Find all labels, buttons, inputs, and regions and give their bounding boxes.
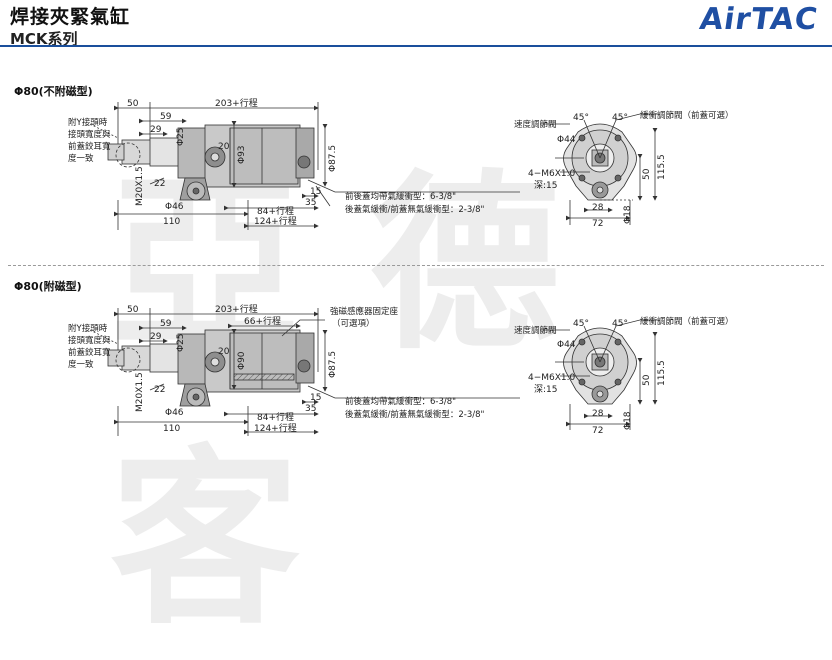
dim-20: 20: [218, 142, 230, 152]
dim-59: 59: [160, 319, 172, 329]
dim-29: 29: [150, 125, 162, 135]
dim-phi87-5: Φ87.5: [328, 145, 338, 172]
end-view-magnetic: [540, 319, 660, 430]
side-view-non-magnetic: [89, 102, 520, 230]
side-note-line: 接頭寬度與: [68, 335, 111, 346]
dim-20: 20: [218, 347, 230, 357]
dim-15: 15: [310, 187, 321, 197]
dim-stroke: 203+行程: [215, 303, 258, 315]
dim-28: 28: [592, 203, 604, 213]
angle-1: 45°: [573, 113, 589, 123]
cushion-valve-label: 緩衝調節閥（前蓋可選）: [640, 316, 734, 327]
dim-22: 22: [154, 385, 165, 395]
dim-28: 28: [592, 409, 604, 419]
dim-22: 22: [154, 179, 165, 189]
dim-110: 110: [163, 217, 180, 227]
dim-72: 72: [592, 426, 603, 436]
side-view-magnetic: [89, 308, 520, 436]
dim-50-end: 50: [642, 374, 652, 386]
angle-2: 45°: [612, 113, 628, 123]
speed-valve-label: 速度調節閥: [514, 119, 557, 130]
end-view-magnetic-labels: 速度調節閥 緩衝調節閥（前蓋可選） 45° 45° Φ44 4−M6X1.0 深…: [514, 316, 734, 436]
cushion-note: 前後蓋均帶氣緩衝型：6-3/8": [345, 396, 456, 407]
dim-phi25: Φ25: [176, 127, 186, 146]
dim-115-5: 115.5: [657, 154, 667, 180]
section-label-non-magnetic: Φ80(不附磁型): [14, 85, 93, 98]
dim-59: 59: [160, 112, 172, 122]
dim-phi44: Φ44: [557, 340, 576, 350]
dim-thread-m6: 4−M6X1.0: [528, 373, 576, 383]
end-view-non-magnetic: [540, 113, 660, 225]
sensor-mount-optional: （可選項）: [332, 318, 375, 329]
cushion-note: 後蓋氣緩衝/前蓋無氣緩衝型：2-3/8": [345, 409, 485, 420]
dim-35: 35: [305, 198, 316, 208]
dim-thread: M20X1.5: [135, 166, 145, 206]
dim-phi93: Φ93: [237, 145, 247, 164]
dim-50: 50: [127, 305, 139, 315]
dim-15: 15: [310, 393, 321, 403]
dim-phi46: Φ46: [165, 202, 184, 212]
dim-phi46: Φ46: [165, 408, 184, 418]
dim-phi87-5: Φ87.5: [328, 351, 338, 378]
cushion-note: 後蓋氣緩衝/前蓋無氣緩衝型：2-3/8": [345, 204, 485, 215]
dim-50-end: 50: [642, 168, 652, 180]
page-title: 焊接夾緊氣缸: [10, 6, 131, 28]
dim-50: 50: [127, 99, 139, 109]
speed-valve-label: 速度調節閥: [514, 325, 557, 336]
side-note-line: 前蓋鉸耳寬: [68, 347, 111, 358]
section-label-magnetic: Φ80(附磁型): [14, 280, 82, 293]
angle-1: 45°: [573, 319, 589, 329]
header-divider: [0, 45, 832, 47]
cushion-valve-label: 緩衝調節閥（前蓋可選）: [640, 110, 734, 121]
side-note-line: 前蓋鉸耳寬: [68, 141, 111, 152]
section-separator: [8, 265, 824, 266]
sensor-mount-label: 強磁感應器固定座: [330, 306, 399, 317]
series-label: MCK系列: [10, 30, 78, 48]
dim-110: 110: [163, 424, 180, 434]
dim-stroke: 203+行程: [215, 97, 258, 109]
dim-phi25: Φ25: [176, 333, 186, 352]
dim-84: 84+行程: [257, 411, 294, 423]
dim-phi18: Φ18: [623, 411, 633, 430]
dim-thread: M20X1.5: [135, 372, 145, 412]
dim-72: 72: [592, 219, 603, 229]
dim-84: 84+行程: [257, 205, 294, 217]
side-note-line: 附Y接頭時: [68, 117, 108, 128]
side-note-line: 接頭寬度與: [68, 129, 111, 140]
end-view-non-magnetic-labels: 速度調節閥 緩衝調節閥（前蓋可選） 45° 45° Φ44 4−M6X1.0 深…: [514, 110, 734, 229]
dim-35: 35: [305, 404, 316, 414]
drawings: 50 203+行程 59 29 Φ25 20 Φ93 Φ87.5 M20X1.5…: [68, 97, 734, 436]
dim-thread-m6: 4−M6X1.0: [528, 169, 576, 179]
dim-phi90: Φ90: [237, 351, 247, 370]
side-view-non-magnetic-labels: 50 203+行程 59 29 Φ25 20 Φ93 Φ87.5 M20X1.5…: [68, 97, 485, 227]
side-note-line: 度一致: [68, 359, 94, 370]
angle-2: 45°: [612, 319, 628, 329]
dim-depth: 深:15: [534, 384, 558, 395]
dim-depth: 深:15: [534, 180, 558, 191]
dim-phi18: Φ18: [623, 205, 633, 224]
dim-124: 124+行程: [254, 215, 297, 227]
dim-124: 124+行程: [254, 422, 297, 434]
dim-phi44: Φ44: [557, 135, 576, 145]
side-note-line: 度一致: [68, 153, 94, 164]
side-note-line: 附Y接頭時: [68, 323, 108, 334]
cushion-note: 前後蓋均帶氣緩衝型：6-3/8": [345, 191, 456, 202]
side-view-magnetic-labels: 50 203+行程 66+行程 59 29 Φ25 20 Φ90 Φ87.5 M…: [68, 303, 485, 434]
dim-66: 66+行程: [244, 315, 281, 327]
dim-29: 29: [150, 332, 162, 342]
dim-115-5: 115.5: [657, 360, 667, 386]
